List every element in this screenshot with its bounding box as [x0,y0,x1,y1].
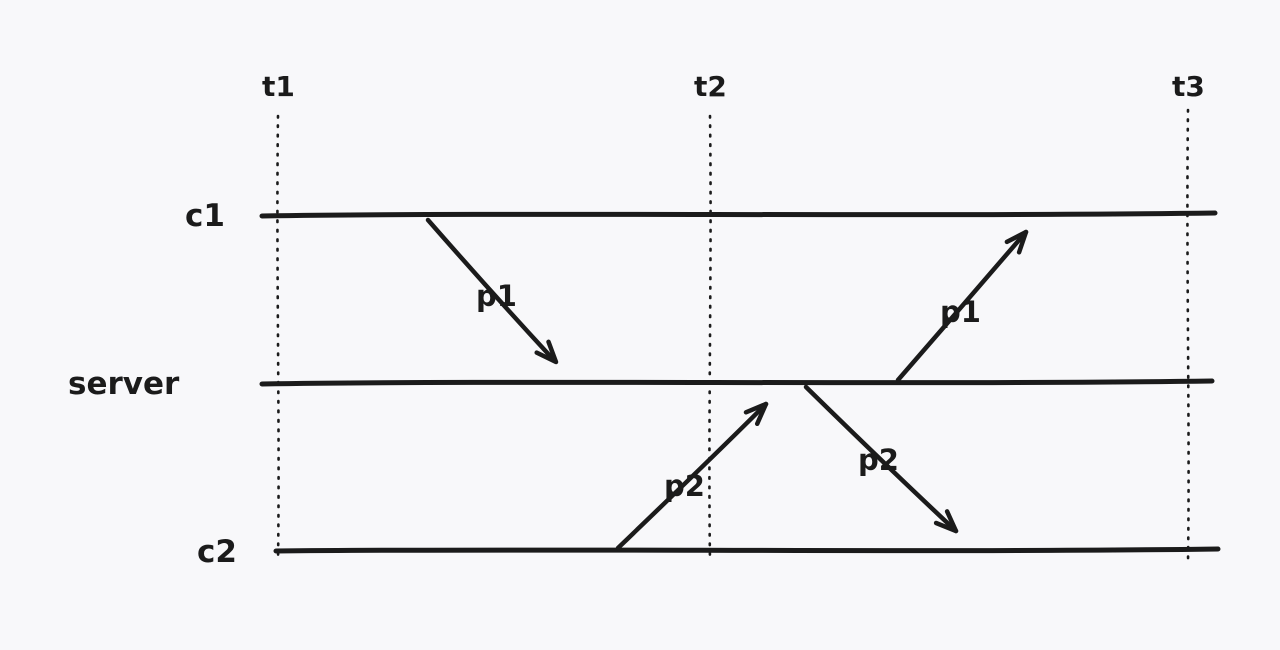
message-p1-c1-to-server: p1 [425,217,559,365]
message-label: p2 [858,443,899,477]
lane-server: server [68,366,1215,402]
message-line [425,217,555,361]
message-p2-c2-to-server: p2 [615,401,769,551]
lane-label: server [68,366,180,402]
arrowhead-icon [534,339,559,365]
time-marker-line [276,114,280,564]
time-marker-t3: t3 [1172,70,1205,564]
time-marker-line [1186,108,1190,564]
arrowhead-icon [1004,229,1029,255]
lane-c2: c2 [197,534,1221,570]
message-line [803,384,959,534]
arrowhead-icon [743,401,769,427]
message-label: p1 [476,279,517,313]
lane-line [273,546,1221,554]
message-p2-server-to-c2: p2 [803,384,959,534]
message-line [895,229,1029,383]
message-label: p1 [940,295,981,329]
time-marker-label: t1 [262,70,295,103]
time-marker-label: t3 [1172,70,1205,103]
message-label: p2 [664,469,705,503]
time-marker-t1: t1 [262,70,295,564]
lane-label: c1 [185,198,225,234]
arrowhead-icon [933,509,959,534]
time-marker-line [708,114,712,564]
time-marker-t2: t2 [694,70,727,564]
lane-line [259,378,1215,387]
message-p1-server-to-c1: p1 [895,229,1029,383]
lane-c1: c1 [185,198,1218,234]
time-marker-label: t2 [694,70,727,103]
message-line [615,401,769,551]
lane-label: c2 [197,534,237,570]
lane-line [259,210,1218,219]
